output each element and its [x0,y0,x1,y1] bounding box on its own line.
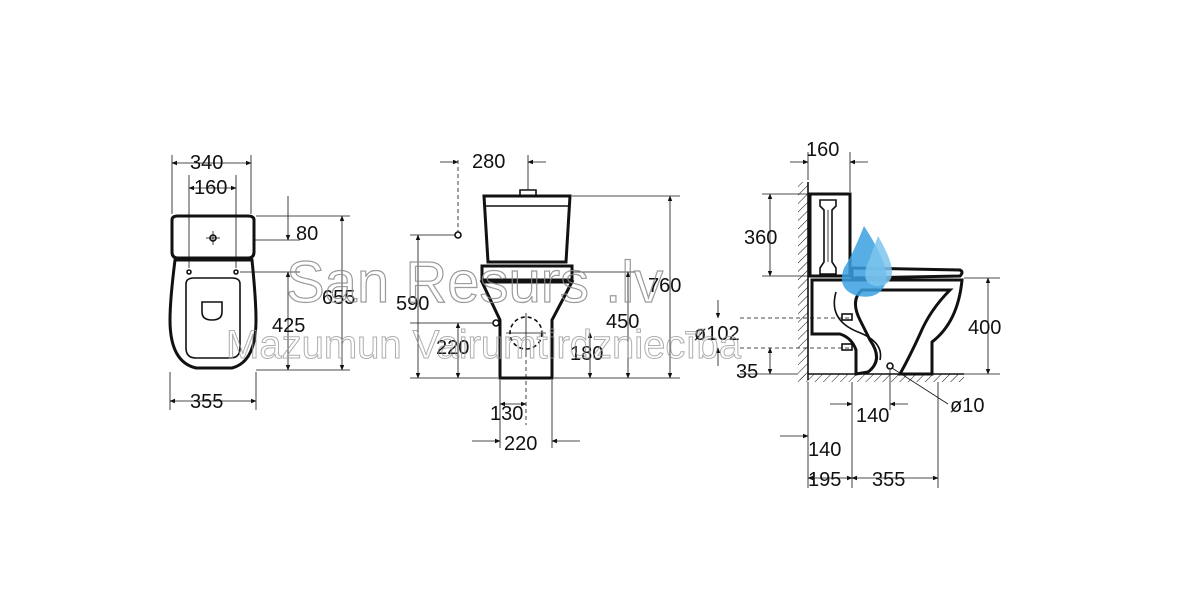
dim-width-355: 355 [872,469,905,491]
dim-width-140-b: 140 [808,439,841,461]
top-view-bowl [168,258,258,370]
dim-diameter-102: ø102 [694,323,740,345]
dim-height-360: 360 [744,227,777,249]
watermark-title: San Resurs .lv [286,250,663,315]
dim-width-130: 130 [490,403,523,425]
bolt-icon [186,269,192,275]
water-drop-icon [841,226,892,297]
dim-height-400: 400 [968,317,1001,339]
watermark-subtitle: Mazumun Vairumtirdzniecība [226,323,742,367]
top-view: 340 160 80 425 655 355 [168,152,355,413]
dim-width-195: 195 [808,469,841,491]
dim-height-655: 655 [322,287,355,309]
front-view-pedestal [479,280,575,380]
fixing-hole-icon [886,362,894,370]
outlet-spigot [841,313,853,321]
dim-width-140-a: 140 [856,405,889,427]
wall [798,182,808,380]
dim-height-220: 220 [436,337,469,359]
watermark: San Resurs .lv Mazumun Vairumtirdzniecīb… [226,249,743,367]
dim-width-top: 340 [190,152,223,174]
bolt-icon [233,269,239,275]
floor [798,374,964,382]
dim-height-180: 180 [570,343,603,365]
water-inlet-icon [454,231,462,239]
side-view-seat [850,266,964,280]
front-view-tank [482,194,572,264]
dim-width-220: 220 [504,433,537,455]
top-view-seat [185,277,241,359]
dim-width-bottom: 355 [190,391,223,413]
dim-height-35: 35 [736,361,758,383]
flush-button-icon [206,231,220,245]
dim-width-160: 160 [806,139,839,161]
dim-height-590: 590 [396,293,429,315]
dim-height-450: 450 [606,311,639,333]
flush-valve [819,199,837,275]
front-view: 280 590 220 760 450 180 130 220 [396,151,681,455]
side-view-tank [808,192,852,278]
dim-height-760: 760 [648,275,681,297]
side-view: 160 360 400 ø102 35 140 ø10 140 195 355 [694,139,1001,491]
outlet-spigot [841,343,853,351]
dim-depth-80: 80 [296,223,318,245]
dim-height-425: 425 [272,315,305,337]
top-view-tank [170,214,256,260]
front-view-seat [480,264,574,282]
side-view-bowl [810,278,964,376]
dim-width-inner: 160 [194,177,227,199]
top-view-seat-lid [201,301,223,321]
dim-diameter-10: ø10 [950,395,984,417]
dim-width-280: 280 [472,151,505,173]
